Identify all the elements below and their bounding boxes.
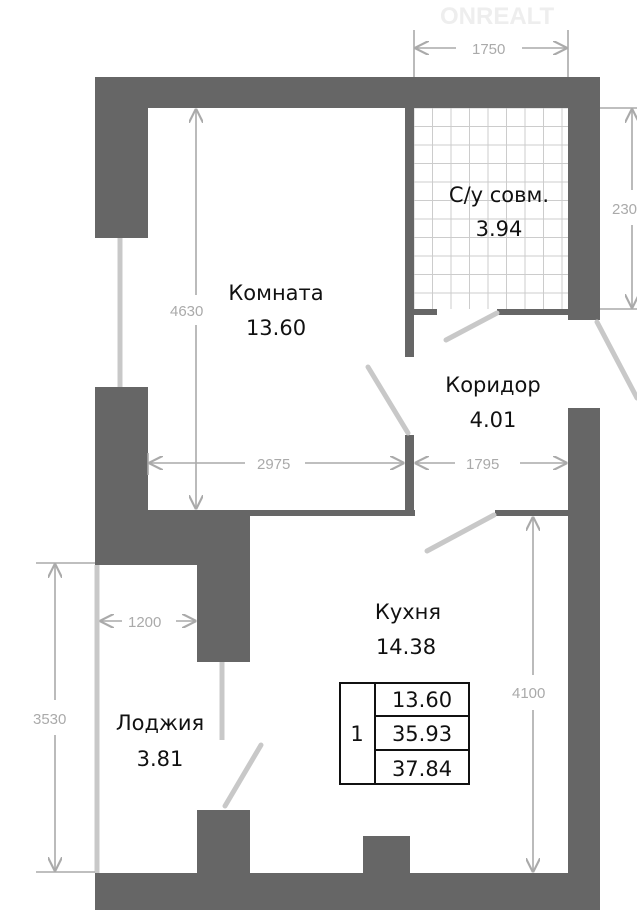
room-label-loggia: Лоджия 3.81: [116, 711, 204, 771]
dim-corridor-width: 1795: [466, 456, 499, 473]
room-label-kitchen: Кухня 14.38: [375, 600, 441, 659]
dimension-lines: 1750 230 4630 2975 1795 1200 3530 4100: [33, 30, 637, 873]
dim-room-width: 2975: [257, 456, 290, 473]
svg-text:3.94: 3.94: [476, 217, 523, 241]
watermark: ONREALT: [440, 3, 555, 30]
svg-text:Комната: Комната: [228, 281, 323, 305]
dim-bath-width: 1750: [472, 41, 505, 58]
svg-text:13.60: 13.60: [246, 316, 306, 340]
total-area-with-loggia: 37.84: [392, 757, 452, 781]
svg-text:4.01: 4.01: [470, 408, 517, 432]
svg-text:3.81: 3.81: [137, 747, 184, 771]
svg-text:Лоджия: Лоджия: [116, 711, 204, 735]
bathroom-tiles: [413, 107, 568, 309]
svg-text:Кухня: Кухня: [375, 600, 441, 624]
living-area: 13.60: [392, 688, 452, 712]
dim-loggia-height: 3530: [33, 711, 66, 728]
windows: [94, 238, 225, 873]
svg-text:С/у совм.: С/у совм.: [449, 183, 549, 207]
walls: [95, 77, 600, 910]
room-label-bathroom: С/у совм. 3.94: [449, 183, 549, 241]
room-label-room: Комната 13.60: [228, 281, 323, 340]
svg-text:Коридор: Коридор: [445, 373, 540, 397]
dim-loggia-width: 1200: [128, 614, 161, 631]
total-area: 35.93: [392, 722, 452, 746]
svg-text:14.38: 14.38: [376, 635, 436, 659]
doors: [222, 310, 637, 809]
room-label-corridor: Коридор 4.01: [445, 373, 540, 432]
dim-kitchen-height: 4100: [512, 685, 545, 702]
dim-bath-height: 230: [612, 201, 637, 218]
area-summary-table: 1 13.60 35.93 37.84: [339, 682, 470, 785]
dim-room-height: 4630: [170, 303, 203, 320]
rooms-count: 1: [350, 722, 363, 746]
